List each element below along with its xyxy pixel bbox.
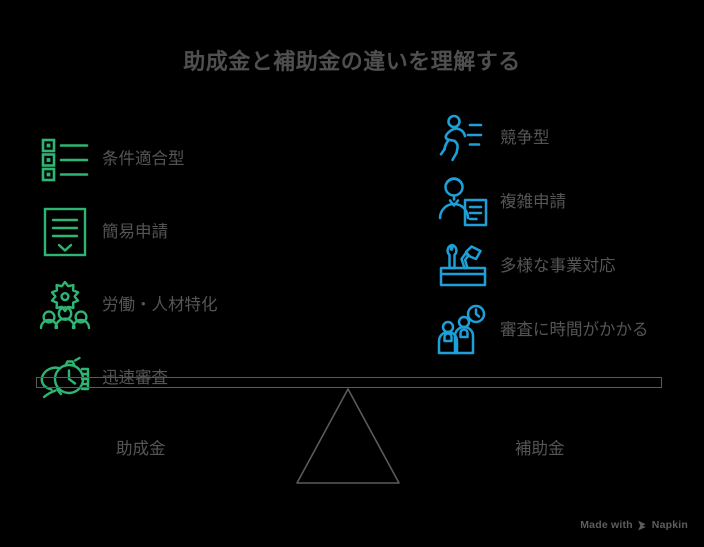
people-clock-icon [434,302,492,358]
list-item-label: 条件適合型 [102,149,185,168]
list-item-label: 審査に時間がかかる [500,320,649,339]
list-item: 競争型 [434,110,704,166]
list-item: 多様な事業対応 [434,238,704,294]
person-document-icon [434,174,492,230]
toolbox-icon [434,238,492,294]
list-item: 条件適合型 [36,131,366,187]
list-item: 労働・人材特化 [36,277,366,333]
watermark-brand: Napkin [651,519,688,531]
running-person-icon [434,110,492,166]
list-item-label: 複雑申請 [500,192,566,211]
list-item: 複雑申請 [434,174,704,230]
page-title: 助成金と補助金の違いを理解する [183,49,521,74]
left-base-label: 助成金 [116,440,166,458]
list-item-label: 多様な事業対応 [500,256,616,275]
list-item-label: 労働・人材特化 [102,295,218,314]
watermark-prefix: Made with [580,519,633,531]
checklist-icon [36,131,94,187]
napkin-logo-icon [637,520,648,531]
balance-fulcrum [294,388,402,484]
napkin-watermark: Made with Napkin [580,519,688,531]
people-gear-icon [36,277,94,333]
balance-beam [36,377,662,388]
list-item: 簡易申請 [36,204,366,260]
right-feature-column: 競争型 複雑申請 [434,110,704,358]
right-base-label: 補助金 [515,440,565,458]
left-feature-column: 条件適合型 簡易申請 [36,131,366,406]
list-item-label: 簡易申請 [102,222,168,241]
list-item-label: 競争型 [500,128,550,147]
list-item: 審査に時間がかかる [434,302,704,358]
document-check-icon [36,204,94,260]
